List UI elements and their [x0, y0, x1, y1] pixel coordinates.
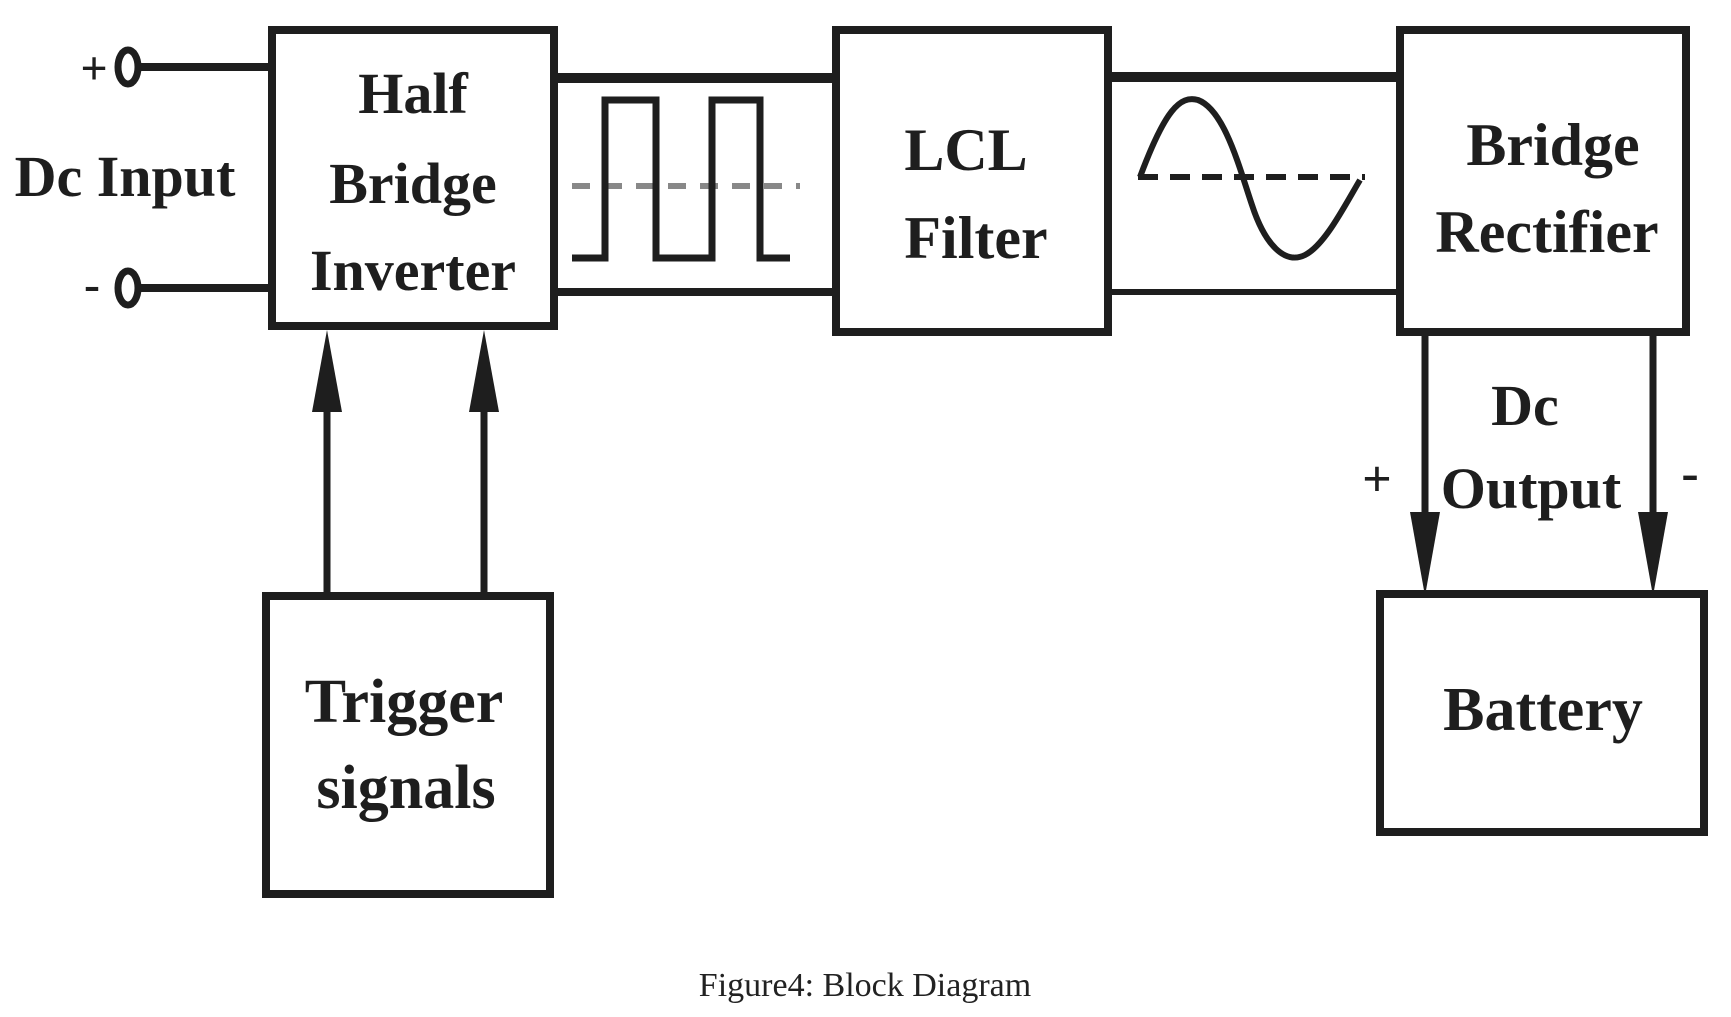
sine-wave-icon	[1137, 96, 1363, 261]
trigger-arrow-left-head-icon	[312, 330, 342, 412]
bridge-rectifier-block: Bridge Rectifier	[1396, 26, 1690, 336]
inverter-label-line-1: Half	[358, 61, 468, 126]
dc-input-label: Dc Input	[15, 144, 236, 209]
trigger-signals-block: Trigger signals	[262, 592, 554, 898]
rectifier-label-line-1: Bridge	[1466, 112, 1639, 178]
rectifier-label-line-2: Rectifier	[1435, 199, 1658, 265]
square-wave-section	[554, 73, 834, 296]
dc-output-minus-sign: -	[1681, 445, 1698, 502]
dc-input-plus-sign: +	[80, 42, 107, 95]
dc-output-plus-sign: +	[1362, 451, 1392, 508]
trigger-arrow-right-head-icon	[469, 330, 499, 412]
battery-label: Battery	[1443, 676, 1643, 744]
battery-block: Battery	[1376, 590, 1708, 836]
dc-output-positive-arrow-icon	[1410, 512, 1440, 596]
dc-output-negative-arrow-icon	[1638, 512, 1668, 596]
trigger-label-line-2: signals	[316, 754, 495, 822]
sine-wave-section	[1108, 72, 1398, 295]
dc-output-label-line-2: Output	[1441, 456, 1622, 521]
dc-output-section: Dc Output + -	[1362, 332, 1699, 596]
negative-terminal-icon	[114, 267, 142, 309]
dc-output-label-line-1: Dc	[1491, 373, 1559, 438]
inverter-label-line-2: Bridge	[329, 151, 497, 216]
lcl-filter-block: LCL Filter	[832, 26, 1112, 336]
trigger-arrows	[312, 330, 499, 596]
dc-input-minus-sign: -	[84, 258, 100, 311]
inverter-label-line-3: Inverter	[310, 238, 516, 303]
filter-label-line-2: Filter	[904, 205, 1047, 271]
figure-caption: Figure4: Block Diagram	[699, 967, 1031, 1004]
trigger-label-line-1: Trigger	[305, 668, 504, 736]
dc-input-terminals: + - Dc Input	[15, 42, 270, 311]
filter-label-line-1: LCL	[904, 117, 1027, 183]
square-wave-icon	[572, 96, 790, 262]
half-bridge-inverter-block: Half Bridge Inverter	[268, 26, 558, 330]
positive-terminal-icon	[114, 46, 142, 88]
